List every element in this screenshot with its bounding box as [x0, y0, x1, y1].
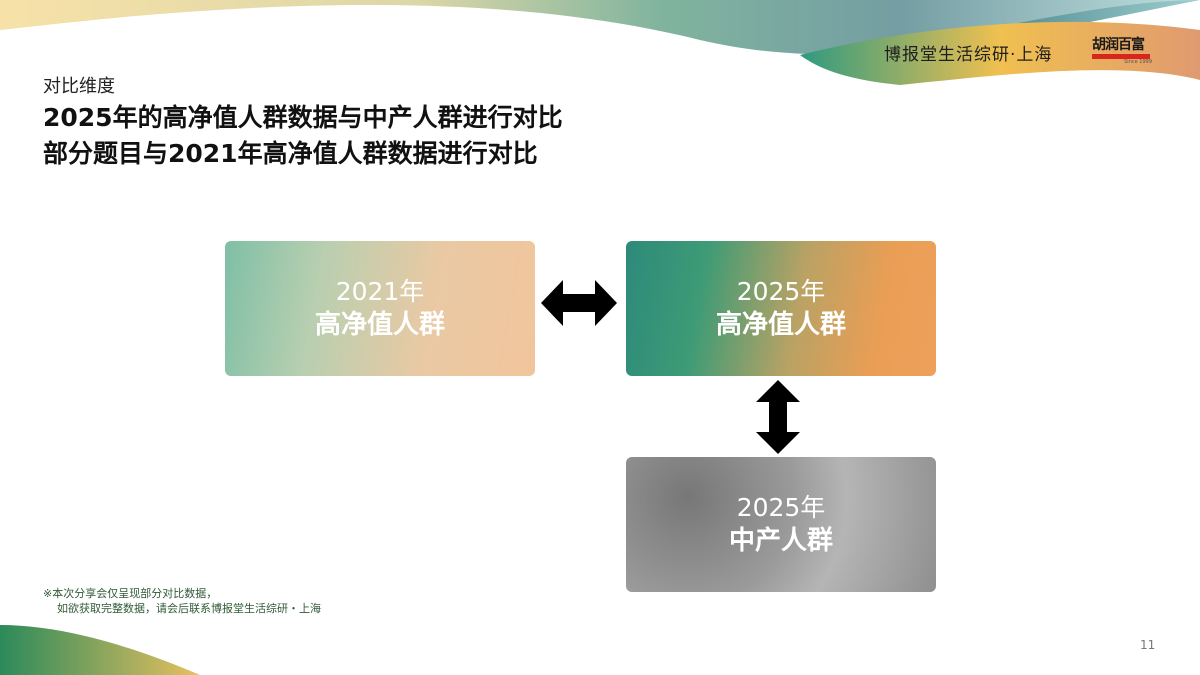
double-arrow-horizontal-icon: [541, 280, 617, 326]
footnote-line: ※本次分享会仅呈现部分对比数据，: [43, 587, 218, 600]
page-number: 11: [1140, 638, 1156, 652]
box-2025-hnwi: 2025年 高净值人群: [626, 241, 936, 376]
box-year: 2021年: [335, 276, 425, 306]
brand-name: 博报堂生活综研·上海: [884, 45, 1053, 65]
logo-text: 胡润百富: [1092, 37, 1145, 53]
hurun-logo: 胡润百富 Since 1999: [1092, 37, 1152, 65]
box-label: 高净值人群: [715, 309, 846, 340]
box-label: 中产人群: [728, 525, 833, 556]
box-2025-middle-class: 2025年 中产人群: [626, 457, 936, 592]
box-year: 2025年: [736, 492, 826, 522]
footnote: ※本次分享会仅呈现部分对比数据， 如欲获取完整数据，请会后联系博报堂生活综研・上…: [43, 586, 321, 616]
footnote-line: 如欲获取完整数据，请会后联系博报堂生活综研・上海: [57, 602, 321, 615]
title-line: 2025年的高净值人群数据与中产人群进行对比: [43, 103, 563, 132]
box-year: 2025年: [736, 276, 826, 306]
logo-subtext: Since 1999: [1124, 59, 1152, 65]
double-arrow-vertical-icon: [756, 380, 800, 454]
page-title: 2025年的高净值人群数据与中产人群进行对比 部分题目与2021年高净值人群数据…: [43, 100, 563, 172]
title-line: 部分题目与2021年高净值人群数据进行对比: [43, 139, 538, 168]
section-subtitle: 对比维度: [43, 76, 115, 97]
box-label: 高净值人群: [314, 309, 445, 340]
box-2021-hnwi: 2021年 高净值人群: [225, 241, 535, 376]
